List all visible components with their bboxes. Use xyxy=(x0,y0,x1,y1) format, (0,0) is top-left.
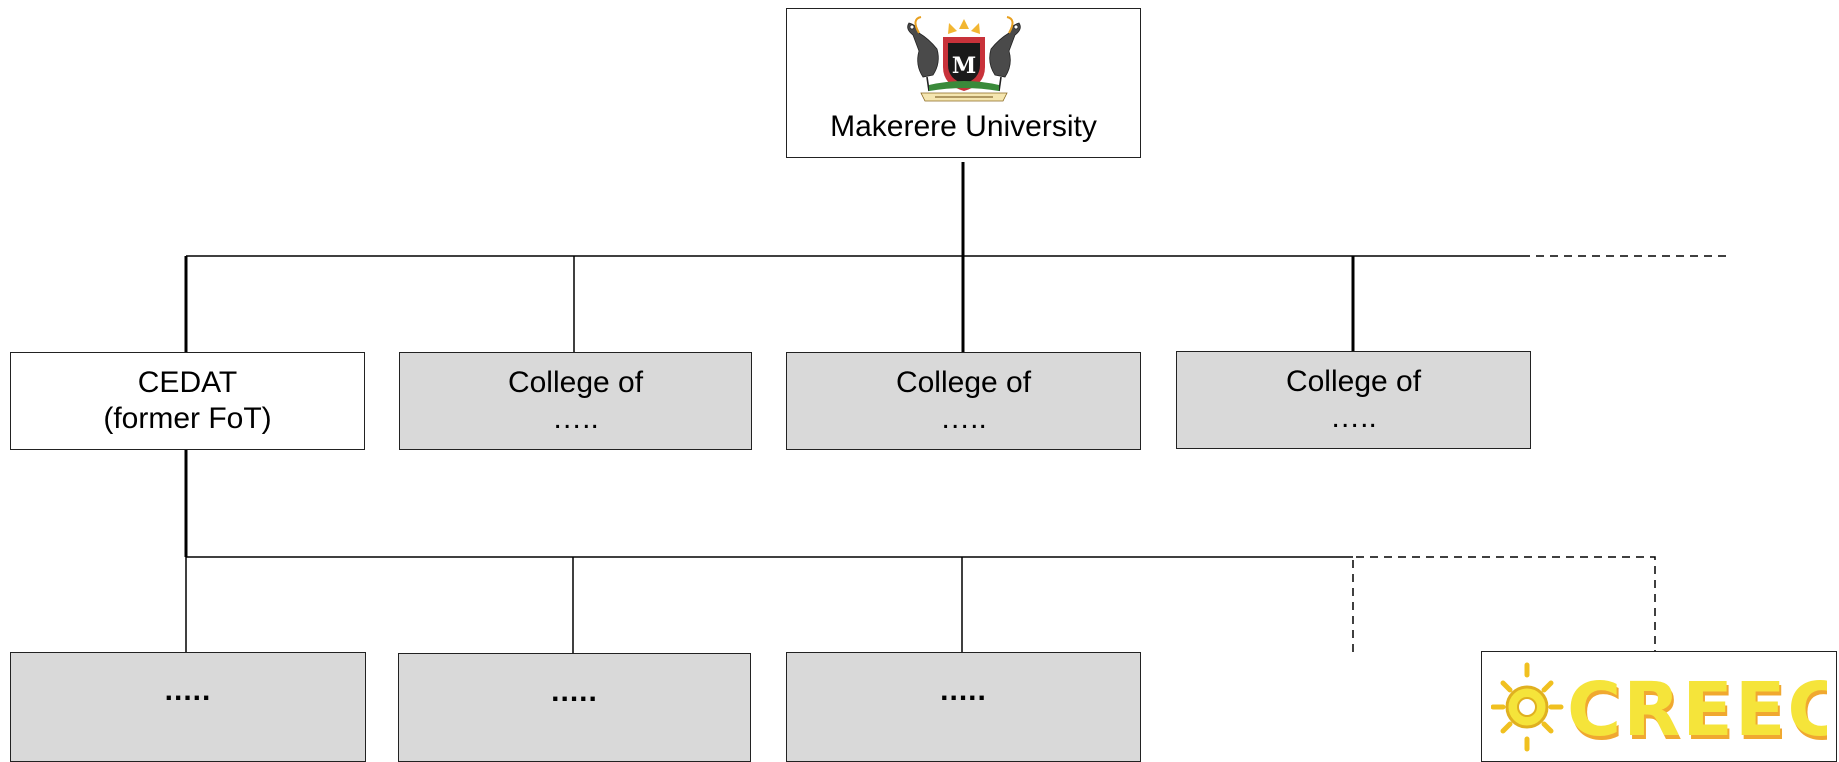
college-node-line2: ….. xyxy=(1330,401,1377,434)
college-node-2: College of ….. xyxy=(399,352,752,450)
department-node-1: ..... xyxy=(10,652,366,762)
college-node-3: College of ….. xyxy=(786,352,1141,450)
centre-node-creec: CREEC CREEC xyxy=(1481,651,1837,762)
centre-dashed-branch xyxy=(1352,556,1656,652)
svg-text:CREEC: CREEC xyxy=(1569,671,1827,755)
svg-text:CREEC: CREEC xyxy=(1567,667,1827,753)
college-node-line1: College of xyxy=(895,366,1032,399)
department-node-2: ..... xyxy=(398,653,751,762)
college-node-line1: College of xyxy=(1285,365,1422,398)
department-node-label: ..... xyxy=(940,674,987,707)
college-node-4: College of ….. xyxy=(1176,351,1531,449)
department-node-label: ..... xyxy=(164,674,212,707)
svg-text:M: M xyxy=(951,53,975,79)
department-node-label: ..... xyxy=(551,675,598,708)
makerere-crest-logo: M xyxy=(906,16,1021,102)
college-node-line1: College of xyxy=(507,366,644,399)
creec-logo: CREEC CREEC xyxy=(1491,662,1827,755)
department-node-3: ..... xyxy=(786,652,1141,762)
root-node-label: Makerere University xyxy=(830,110,1097,143)
college-node-line2: ….. xyxy=(940,402,987,435)
college-node-cedat: CEDAT (former FoT) xyxy=(10,352,365,450)
college-node-line1: CEDAT xyxy=(137,366,238,399)
root-node-makerere-university: M Makerere University xyxy=(786,8,1141,158)
college-node-line2: ….. xyxy=(552,402,599,435)
college-node-line2: (former FoT) xyxy=(103,402,272,435)
